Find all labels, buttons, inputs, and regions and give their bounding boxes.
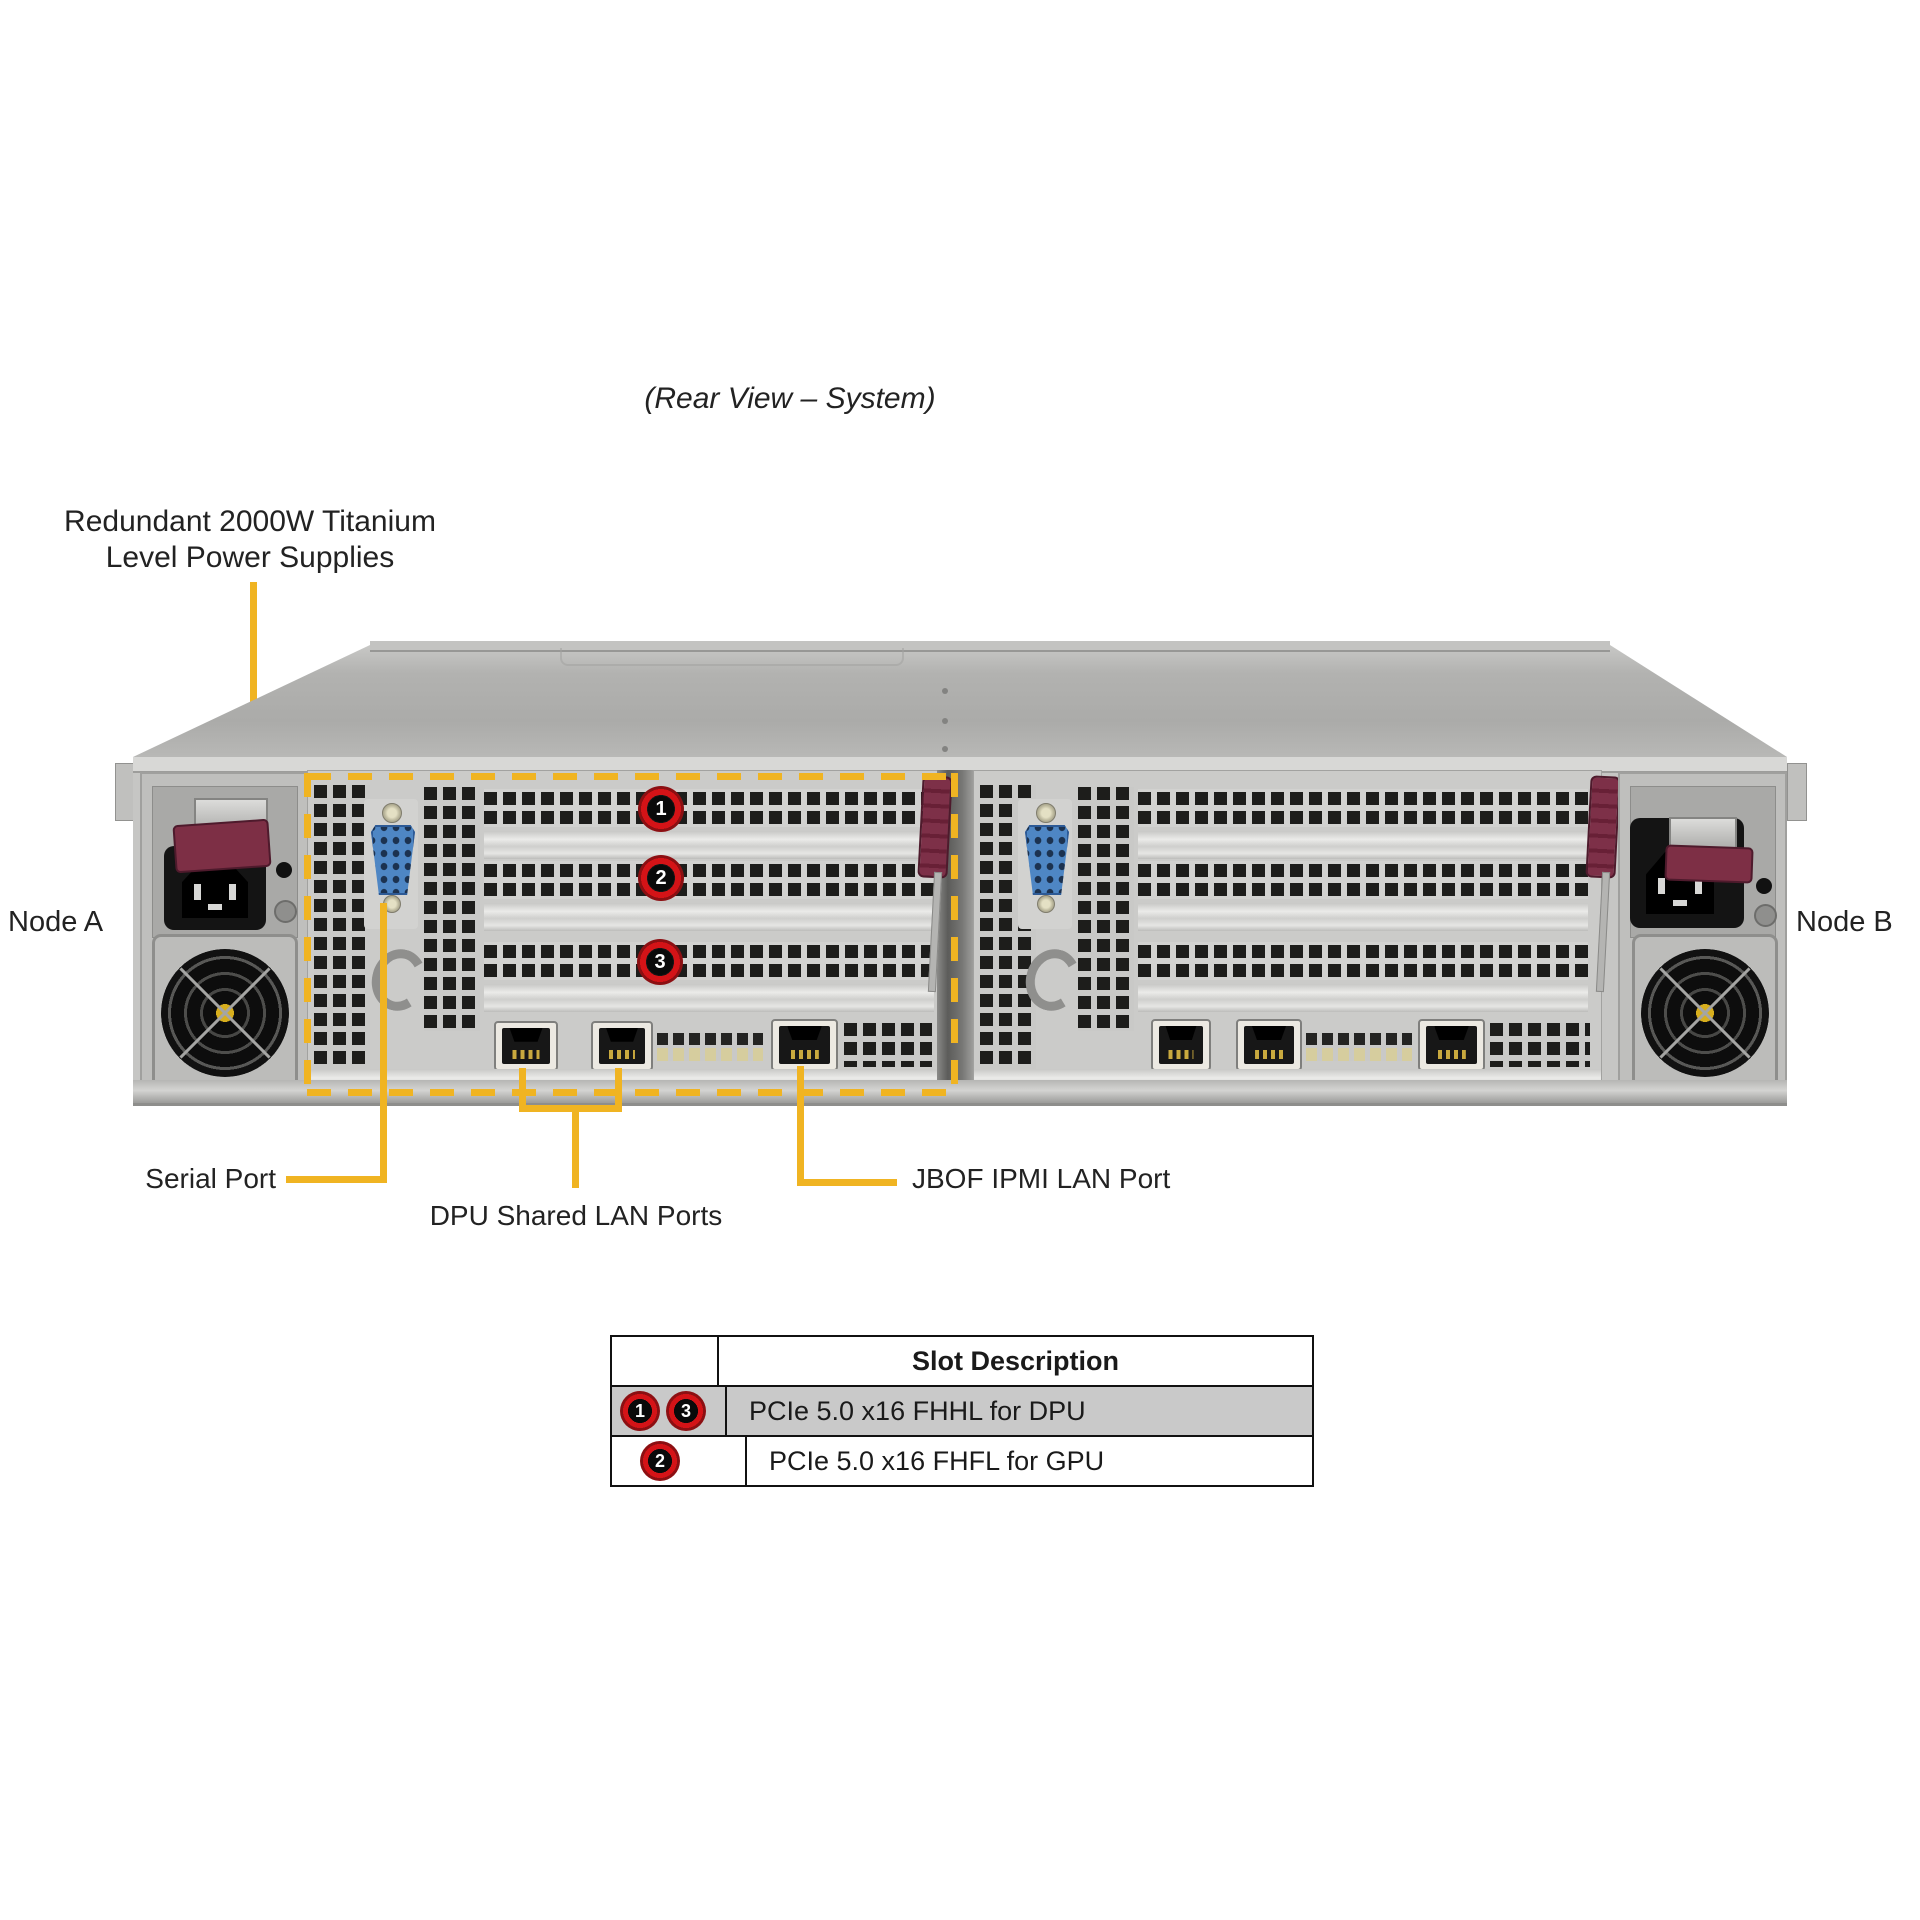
psu-right-button xyxy=(1756,878,1772,894)
table-row1-badges: 1 3 xyxy=(612,1387,727,1435)
dpu-lan-port-2 xyxy=(591,1021,653,1071)
slot-3-callout-badge: 3 xyxy=(637,939,683,985)
screw-icon xyxy=(1036,803,1056,823)
pcie-slot-vent xyxy=(1138,942,1588,980)
serial-port-b-plate xyxy=(1018,799,1072,929)
serial-port-a-plate xyxy=(364,799,418,929)
psu-label-line1: Redundant 2000W Titanium xyxy=(64,505,436,538)
dpu-lan-port-1 xyxy=(494,1021,558,1071)
table-header-badge-cell xyxy=(612,1337,719,1385)
psu-fan-right xyxy=(1632,934,1778,1092)
pcie-slot-filler xyxy=(1138,984,1588,1012)
tray-b-release-lever xyxy=(1585,775,1621,879)
vent-grid xyxy=(844,1023,932,1067)
serial-callout-line xyxy=(286,1176,387,1183)
serial-port-label: Serial Port xyxy=(145,1163,276,1194)
power-supply-right xyxy=(1618,772,1787,1098)
serial-port-a xyxy=(371,825,415,895)
slot-2-callout-badge: 2 xyxy=(638,855,684,901)
psu-callout-label: Redundant 2000W Titanium Level Power Sup… xyxy=(30,504,470,576)
lid-screw xyxy=(942,746,948,752)
tray-a-release-lever xyxy=(917,775,953,879)
power-supply-left xyxy=(140,772,309,1098)
psu-right-latch xyxy=(1664,844,1754,884)
lid-screw xyxy=(942,688,948,694)
screw-icon xyxy=(1037,895,1055,913)
figure-title: (Rear View – System) xyxy=(644,382,936,415)
dpu-lan-port-1 xyxy=(1151,1019,1211,1071)
node-b-label: Node B xyxy=(1796,906,1893,938)
node-a-label: Node A xyxy=(8,906,104,938)
pcie-slot-vent xyxy=(1138,861,1588,899)
pcie-slot-1-vent xyxy=(484,789,934,827)
dpu-lan-label: DPU Shared LAN Ports xyxy=(429,1200,723,1231)
chassis-lid-notch xyxy=(560,648,904,666)
dpu-callout-line xyxy=(519,1068,526,1112)
chassis-left-ear xyxy=(115,763,135,821)
screw-icon xyxy=(382,803,402,823)
vent-grid xyxy=(1490,1023,1590,1067)
slot-2-badge: 2 xyxy=(640,1441,680,1481)
dpu-callout-line xyxy=(572,1105,579,1188)
psu-label-line2: Level Power Supplies xyxy=(105,541,395,574)
table-header-row: Slot Description xyxy=(612,1337,1312,1385)
jbof-callout-line xyxy=(797,1066,804,1186)
psu-left-led xyxy=(274,900,297,923)
chassis-lid-edge xyxy=(370,641,1610,652)
led-strip xyxy=(1306,1033,1412,1061)
serial-port-b xyxy=(1025,825,1069,895)
dpu-callout-line xyxy=(615,1068,622,1112)
pcie-slot-filler xyxy=(1138,903,1588,931)
pcie-slot-1-filler xyxy=(484,831,934,859)
table-row2-badges: 2 xyxy=(612,1437,747,1485)
jbof-lan-label: JBOF IPMI LAN Port xyxy=(912,1163,1171,1194)
pcie-slot-3-filler xyxy=(484,984,934,1012)
slot-1-callout-badge: 1 xyxy=(638,786,684,832)
table-row2-description: PCIe 5.0 x16 FHFL for GPU xyxy=(769,1445,1105,1476)
vent-grid xyxy=(314,785,370,1071)
pcie-slot-2-filler xyxy=(484,903,934,931)
table-row: 1 3 PCIe 5.0 x16 FHHL for DPU xyxy=(612,1385,1312,1435)
psu-right-led xyxy=(1754,904,1777,927)
dpu-callout-line xyxy=(519,1105,622,1112)
table-row: 2 PCIe 5.0 x16 FHFL for GPU xyxy=(612,1435,1312,1485)
pcie-slot-3-vent xyxy=(484,942,934,980)
psu-fan-left xyxy=(152,934,298,1092)
slot-3-badge: 3 xyxy=(666,1391,706,1431)
chassis-top-lid xyxy=(133,645,1787,757)
lid-screw xyxy=(942,718,948,724)
table-header-label: Slot Description xyxy=(911,1345,1120,1376)
psu-left-button xyxy=(276,862,292,878)
node-a-tray xyxy=(307,770,939,1100)
table-row2-description-cell: PCIe 5.0 x16 FHFL for GPU xyxy=(747,1437,1312,1485)
pcie-slot-filler xyxy=(1138,831,1588,859)
pcie-slot-vent xyxy=(1138,789,1588,827)
jbof-ipmi-lan-port xyxy=(1418,1019,1485,1071)
serial-callout-line xyxy=(380,903,387,1183)
jbof-callout-line xyxy=(797,1179,897,1186)
vent-grid xyxy=(1078,787,1134,1031)
dpu-lan-port-2 xyxy=(1236,1019,1302,1071)
table-row1-description-cell: PCIe 5.0 x16 FHHL for DPU xyxy=(727,1387,1312,1435)
pcie-slot-2-vent xyxy=(484,861,934,899)
led-strip xyxy=(657,1033,763,1061)
slot-1-badge: 1 xyxy=(620,1391,660,1431)
chassis-bottom-rail xyxy=(133,1080,1787,1103)
slot-description-table: Slot Description 1 3 PCIe 5.0 x16 FHHL f… xyxy=(610,1335,1314,1487)
node-b-tray xyxy=(973,770,1602,1100)
vent-grid xyxy=(424,787,480,1031)
tray-pull-hook xyxy=(365,943,433,1017)
jbof-ipmi-lan-port xyxy=(771,1019,838,1071)
psu-left-latch xyxy=(172,818,272,874)
chassis-right-ear xyxy=(1787,763,1807,821)
table-row1-description: PCIe 5.0 x16 FHHL for DPU xyxy=(749,1395,1086,1426)
